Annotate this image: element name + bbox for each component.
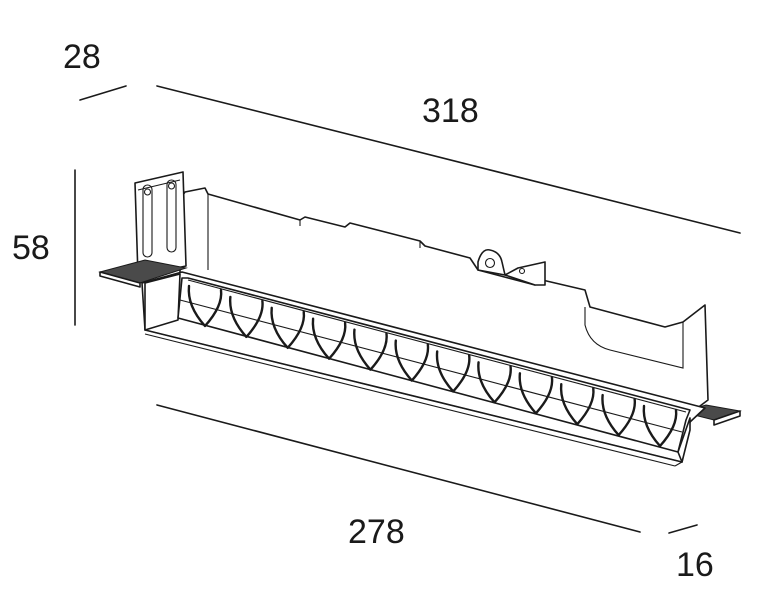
lens-cup [353, 328, 388, 371]
bracket-slot-left [142, 184, 153, 258]
rear-small-flange [504, 261, 546, 286]
lens-cup [435, 350, 471, 393]
lens-cup [228, 295, 264, 339]
depth-dimension-label: 28 [63, 38, 101, 76]
lens-array [187, 284, 678, 448]
lens-cup [642, 404, 678, 448]
lens-cup [559, 382, 595, 426]
rear-mounting-tab [477, 248, 506, 276]
trim-dimension-line [668, 524, 698, 534]
length-dimension-label: 318 [422, 92, 479, 130]
bracket-slot-right [166, 179, 177, 253]
cutout-dimension-label: 278 [348, 513, 405, 551]
lens-cup [601, 393, 637, 437]
lens-channel [177, 277, 691, 453]
lens-cup [187, 284, 223, 328]
cutout-dimension-line [156, 404, 641, 533]
housing-body [179, 187, 709, 413]
left-mounting-bracket [134, 171, 187, 277]
lens-cup [477, 361, 512, 404]
lens-cup [518, 372, 554, 415]
trim-width-dimension-label: 16 [676, 546, 714, 584]
front-trim [141, 271, 706, 467]
lens-cup [311, 317, 347, 360]
lens-cup [270, 306, 306, 350]
rear-tab-hole [484, 257, 496, 269]
depth-dimension-line [79, 85, 127, 101]
lens-cup [394, 339, 430, 382]
length-dimension-line [156, 85, 741, 234]
left-mesh-flange [98, 259, 188, 288]
dimension-lines [74, 85, 741, 534]
height-dimension-label: 58 [12, 229, 50, 267]
